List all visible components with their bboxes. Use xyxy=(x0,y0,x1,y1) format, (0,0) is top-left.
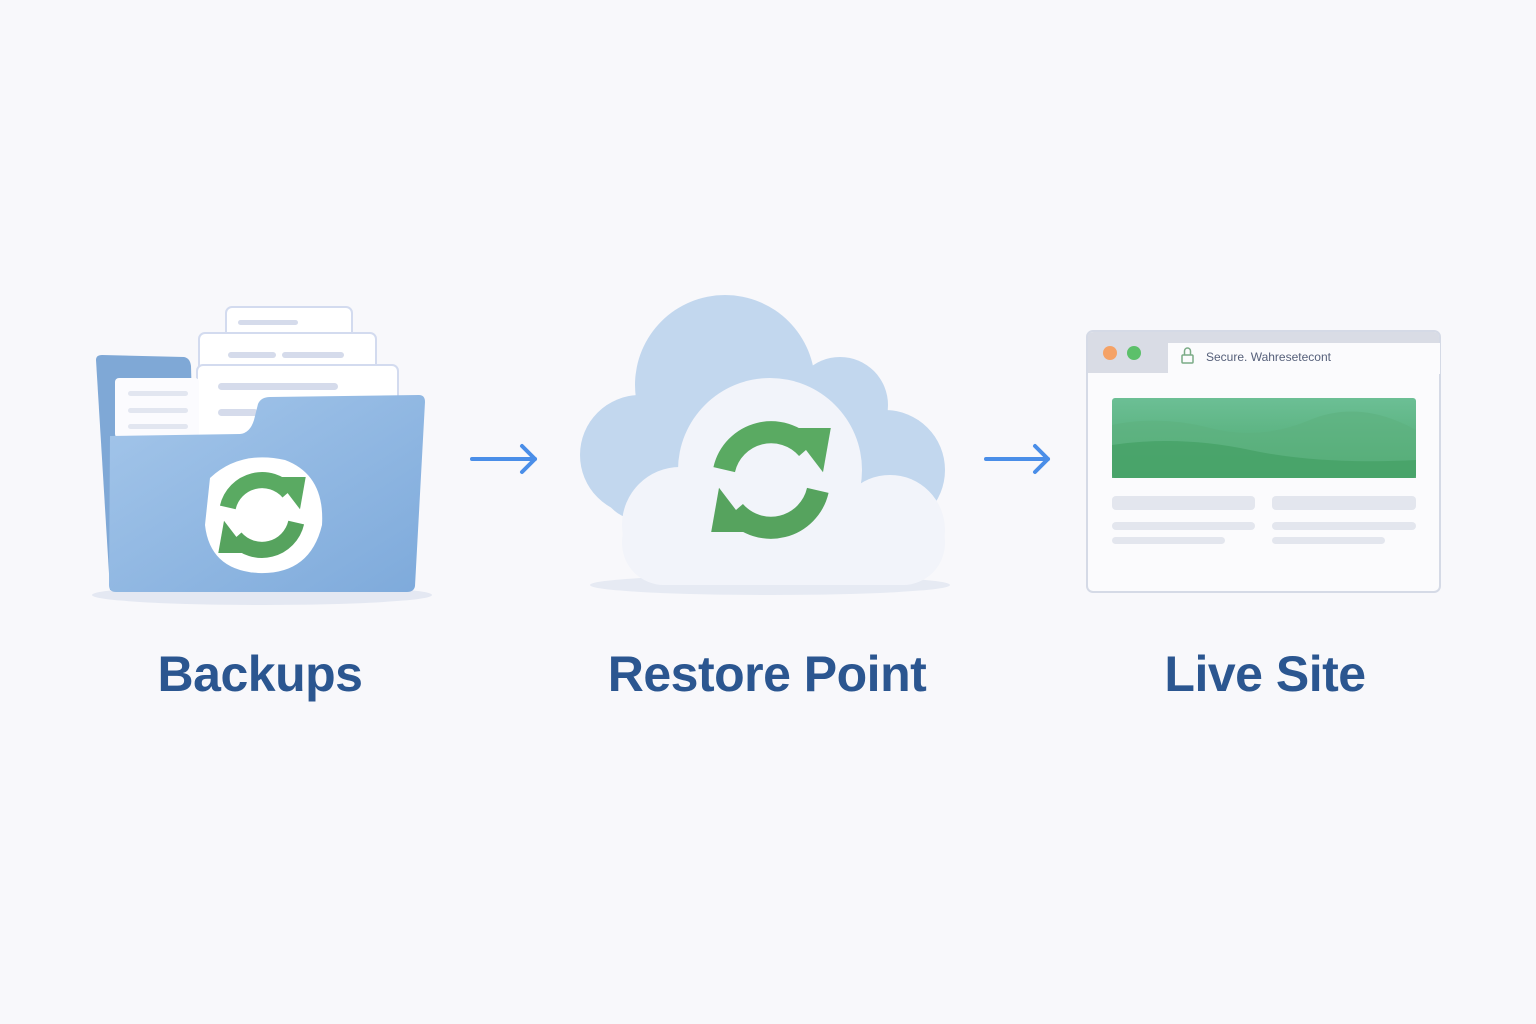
browser-address-text: Secure. Wahresetecont xyxy=(1206,350,1331,364)
window-dot-orange xyxy=(1103,346,1117,360)
step-label-live-site: Live Site xyxy=(1164,646,1366,702)
lock-icon xyxy=(1181,347,1194,364)
arrow-right-icon xyxy=(470,444,537,474)
browser-window-icon xyxy=(1086,330,1441,593)
cloud-sync-icon xyxy=(580,295,950,595)
arrow-right-icon xyxy=(984,444,1050,474)
step-label-backups: Backups xyxy=(157,646,363,702)
folder-sync-icon xyxy=(92,306,432,605)
step-label-restore-point: Restore Point xyxy=(607,646,927,702)
window-dot-green xyxy=(1127,346,1141,360)
